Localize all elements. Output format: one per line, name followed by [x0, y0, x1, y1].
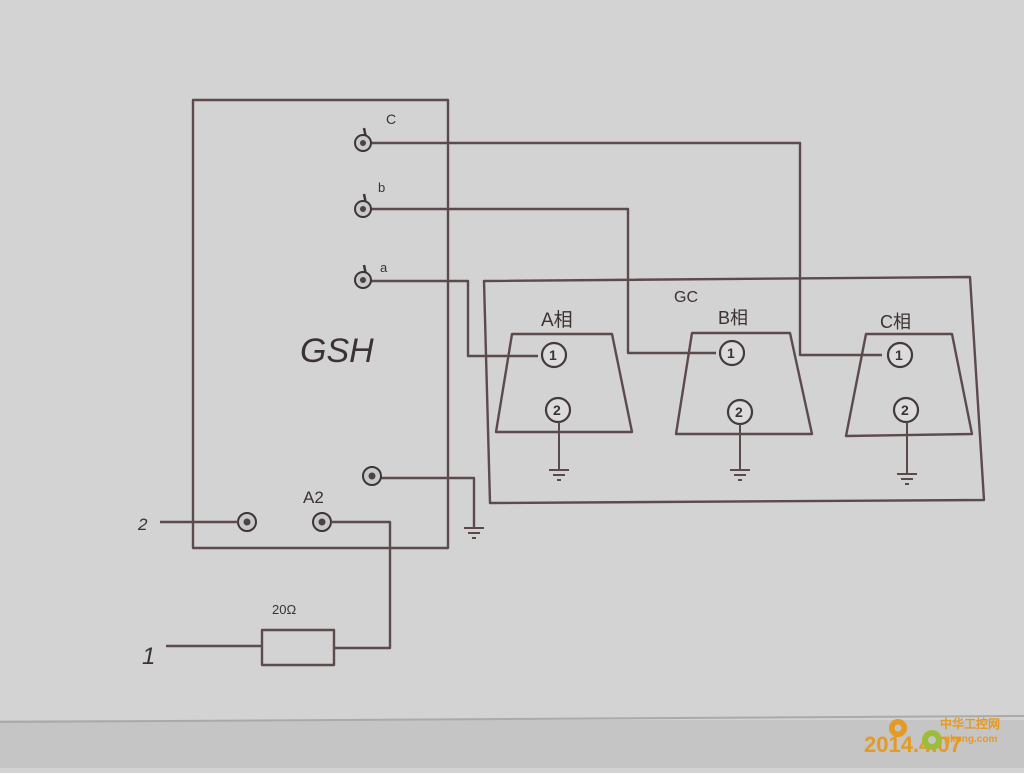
phase-a-unit: A相 1 2	[494, 309, 634, 481]
wire-terminal-c	[370, 141, 882, 357]
terminal-a-label: a	[380, 260, 388, 275]
resistor	[260, 628, 336, 667]
terminal-b[interactable]	[354, 193, 372, 218]
terminal-2[interactable]	[237, 512, 257, 532]
phase-a-pin-1-label: 1	[549, 347, 557, 363]
watermark-site-url: gkong.com	[944, 734, 997, 745]
phase-a-label: A相	[541, 309, 573, 331]
phase-c-pin-1	[886, 341, 914, 369]
terminal-ground-out[interactable]	[362, 466, 382, 486]
device-label-group: GSH	[300, 332, 374, 370]
phase-c-pin-1-label: 1	[895, 347, 903, 363]
external-terminal-1-label: 1	[142, 643, 155, 670]
paper-shadow	[0, 720, 1024, 768]
watermark-site-cn: 中华工控网	[940, 716, 1000, 731]
phase-c-body	[844, 332, 974, 438]
wire-terminal-a	[370, 279, 538, 358]
terminal-b-label: b	[378, 180, 385, 195]
terminal-a2[interactable]	[312, 512, 332, 532]
wire-device-ground	[372, 476, 476, 528]
external-terminal-2-label: 2	[137, 515, 148, 534]
terminal-c-label: C	[386, 111, 396, 127]
watermark-date: 2014.4.07	[864, 732, 962, 757]
phase-c-pin-2-label: 2	[901, 402, 909, 418]
gear-icon	[889, 719, 907, 737]
enclosure-box	[482, 275, 986, 505]
phase-b-body	[674, 331, 814, 436]
terminal-c[interactable]	[354, 127, 372, 152]
phase-b-pin-2-label: 2	[735, 404, 743, 420]
resistor-label: 20Ω	[272, 602, 296, 617]
phase-b-pin-1	[718, 339, 746, 367]
device-box	[191, 98, 450, 550]
terminal-a2-label: A2	[303, 488, 324, 507]
phase-a-body	[494, 332, 634, 434]
ground-symbol-phase-a	[549, 469, 569, 481]
phase-b-pin-1-label: 1	[727, 345, 735, 361]
phase-b-unit: B相 1 2	[674, 308, 814, 481]
phase-b-label: B相	[718, 308, 748, 328]
watermark: 2014.4.07 中华工控网 gkong.com	[864, 716, 1000, 757]
paper-edge	[0, 715, 1024, 723]
enclosure-label: GC	[674, 289, 698, 306]
ground-symbol-phase-b	[730, 469, 750, 481]
phase-c-unit: C相 1 2	[844, 312, 974, 485]
gear-icon-small	[922, 730, 942, 750]
phase-a-pin-2-label: 2	[553, 402, 561, 418]
wire-a2-resistor	[331, 520, 392, 650]
phase-c-label: C相	[880, 312, 911, 332]
phase-a-pin-1	[540, 341, 568, 369]
device-label: GSH	[300, 332, 374, 370]
terminal-a[interactable]	[354, 264, 372, 289]
ground-symbol-device	[464, 527, 484, 539]
ground-symbol-phase-c	[897, 473, 917, 485]
